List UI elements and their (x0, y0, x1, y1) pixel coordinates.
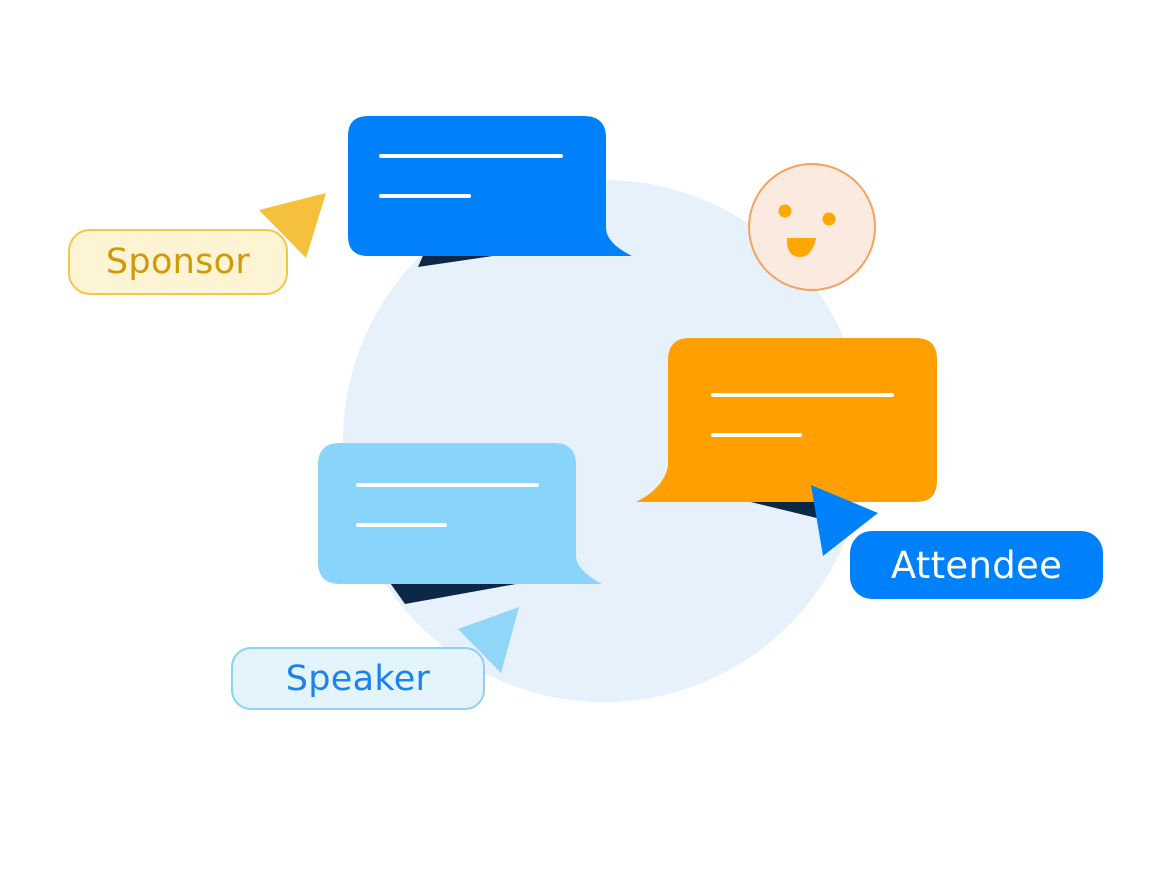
attendee-label-text: Attendee (890, 543, 1063, 587)
attendee-label: Attendee (850, 531, 1103, 599)
bubble-body (348, 116, 632, 256)
bubble-shadow (730, 497, 838, 520)
speaker-label-text: Speaker (285, 658, 431, 699)
sponsor-label-text: Sponsor (105, 242, 251, 282)
chat-bubble-bottom (318, 443, 602, 604)
bubble-shadow (388, 580, 516, 604)
smiley-face-icon (748, 163, 876, 291)
cursor-arrow-icon (259, 193, 326, 258)
chat-bubble-right (636, 338, 937, 520)
bubble-body (636, 338, 937, 502)
smiley-eye-left (778, 204, 792, 218)
cursor-arrow-icon (458, 607, 519, 673)
speaker-label: Speaker (231, 647, 485, 710)
smiley-face (748, 163, 876, 291)
bubble-body (318, 443, 602, 584)
chat-bubble-top (348, 116, 632, 267)
sponsor-label: Sponsor (68, 229, 288, 295)
smiley-eye-right (822, 212, 836, 226)
cursor-arrow-icon (811, 485, 878, 556)
smiley-mouth (786, 238, 816, 258)
